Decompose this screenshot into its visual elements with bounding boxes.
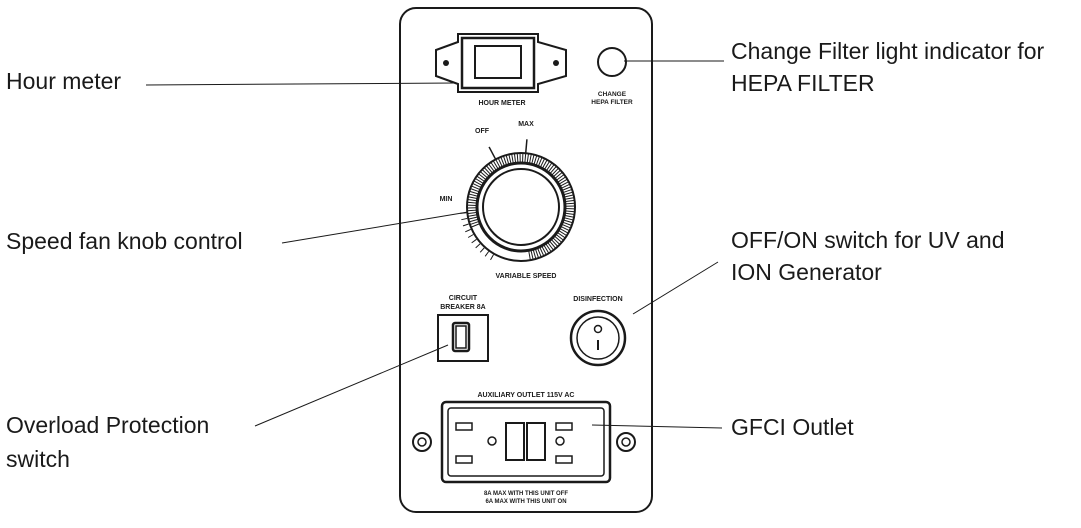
speed-label-max: MAX bbox=[518, 121, 534, 128]
left-mounting-screw bbox=[413, 433, 431, 451]
callout-hour-meter: Hour meter bbox=[6, 64, 121, 98]
circuit-breaker-label-line2: BREAKER 8A bbox=[440, 304, 486, 311]
speed-label-off: OFF bbox=[475, 128, 490, 135]
callout-change-filter-line2: HEPA FILTER bbox=[731, 66, 875, 100]
circuit-breaker-label-line1: CIRCUIT bbox=[449, 295, 478, 302]
callout-off-on-line1: OFF/ON switch for UV and bbox=[731, 223, 1005, 257]
callout-speed-knob: Speed fan knob control bbox=[6, 224, 243, 258]
hour-meter-label: HOUR METER bbox=[478, 100, 525, 107]
outlet-limit-line1: 8A MAX WITH THIS UNIT OFF bbox=[484, 491, 568, 497]
change-filter-indicator-light bbox=[598, 48, 626, 76]
auxiliary-outlet-label: AUXILIARY OUTLET 115V AC bbox=[478, 392, 575, 399]
disinfection-rocker-switch bbox=[571, 311, 625, 365]
outlet-limit-line2: 6A MAX WITH THIS UNIT ON bbox=[485, 499, 566, 505]
speed-label-min: MIN bbox=[440, 196, 453, 203]
callout-change-filter-line1: Change Filter light indicator for bbox=[731, 34, 1044, 68]
callout-overload-line1: Overload Protection bbox=[6, 408, 209, 442]
callout-gfci: GFCI Outlet bbox=[731, 410, 854, 444]
change-filter-label-line1: CHANGE bbox=[598, 91, 627, 98]
callout-off-on-line2: ION Generator bbox=[731, 255, 882, 289]
callout-overload-line2: switch bbox=[6, 442, 70, 476]
disinfection-label: DISINFECTION bbox=[573, 296, 622, 303]
change-filter-label-line2: HEPA FILTER bbox=[591, 99, 633, 106]
circuit-breaker-switch bbox=[438, 315, 488, 361]
gfci-outlet bbox=[442, 402, 610, 482]
right-mounting-screw bbox=[617, 433, 635, 451]
variable-speed-label: VARIABLE SPEED bbox=[496, 273, 557, 280]
